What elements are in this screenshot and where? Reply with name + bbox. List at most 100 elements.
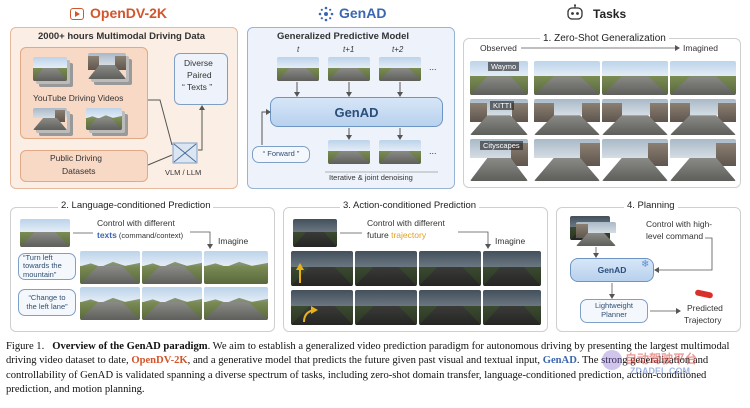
output-frame-2 bbox=[379, 140, 421, 164]
language-out-1a bbox=[80, 251, 140, 284]
waymo-imagined-3 bbox=[670, 61, 736, 95]
caption-text-1: . We aim to establish a generalized vide… bbox=[6, 341, 730, 367]
planner-box: Lightweight Planner bbox=[580, 299, 648, 323]
robot-icon bbox=[565, 4, 585, 22]
planning-input-frame-front bbox=[576, 222, 616, 246]
diverse-label-1: Diverse bbox=[184, 58, 213, 68]
planning-genad-box: GenAD bbox=[570, 258, 654, 282]
caption-fig-label: Figure 1. bbox=[6, 341, 45, 352]
action-control-prefix: future bbox=[367, 230, 392, 240]
output-frame-1 bbox=[328, 140, 370, 164]
imagined-label: Imagined bbox=[683, 43, 718, 53]
planning-title: 4. Planning bbox=[624, 200, 678, 211]
kitti-imagined-3 bbox=[670, 99, 736, 135]
language-title: 2. Language-conditioned Prediction bbox=[58, 200, 214, 211]
observed-label: Observed bbox=[480, 43, 517, 53]
input-frame-3 bbox=[379, 57, 421, 81]
frame-label-t2: t+2 bbox=[392, 45, 404, 54]
action-control-1: Control with different bbox=[367, 218, 445, 228]
figure-caption: Figure 1. Overview of the GenAD paradigm… bbox=[6, 340, 746, 398]
language-texts-highlight: texts bbox=[97, 230, 117, 240]
public-datasets-box bbox=[20, 150, 148, 182]
action-control-2: future trajectory bbox=[367, 230, 426, 240]
diverse-label-2: Paired bbox=[187, 70, 212, 80]
language-prompt-2-text: “Change to the left lane” bbox=[26, 292, 68, 311]
language-control-1: Control with different bbox=[97, 218, 175, 228]
genad-title: GenAD bbox=[339, 5, 387, 21]
planning-genad-label: GenAD bbox=[597, 265, 627, 275]
action-out-2a bbox=[291, 290, 353, 325]
action-out-1a bbox=[291, 251, 353, 286]
planning-control-2: level command bbox=[646, 231, 704, 241]
play-icon bbox=[70, 8, 84, 20]
car-icon bbox=[693, 286, 715, 299]
diverse-texts-box bbox=[174, 53, 228, 105]
public-label-2: Datasets bbox=[62, 166, 96, 176]
language-out-1c bbox=[204, 251, 268, 284]
opendv-subtitle: 2000+ hours Multimodal Driving Data bbox=[38, 31, 206, 42]
language-out-1b bbox=[142, 251, 202, 284]
dataset-label-waymo: Waymo bbox=[488, 62, 520, 71]
action-out-1d bbox=[483, 251, 541, 286]
action-out-1b bbox=[355, 251, 417, 286]
watermark-url: ZDADEL.COM bbox=[630, 366, 690, 376]
language-prompt-1-text: “Turn left towards the mountain” bbox=[23, 252, 62, 279]
video-stack-1 bbox=[33, 57, 67, 81]
genad-arrows bbox=[261, 82, 438, 173]
frame-label-t: t bbox=[297, 45, 300, 54]
waymo-observed bbox=[470, 61, 528, 95]
caption-genad-link: GenAD bbox=[542, 355, 577, 367]
output-ellipsis: ... bbox=[429, 146, 437, 156]
video-stack-4 bbox=[86, 108, 122, 130]
genad-model-box: GenAD bbox=[270, 97, 443, 127]
denoise-label: Iterative & joint denoising bbox=[329, 173, 413, 182]
trajectory-arrows bbox=[296, 263, 318, 323]
action-input-frame bbox=[293, 219, 337, 247]
planning-arrows bbox=[593, 237, 713, 314]
language-control-suffix: (command/context) bbox=[116, 231, 184, 240]
language-arrows bbox=[73, 231, 213, 249]
snowflake-icon: ❄ bbox=[641, 259, 650, 270]
forward-prompt-box: “ Forward ” bbox=[252, 146, 310, 163]
kitti-imagined-2 bbox=[602, 99, 668, 135]
input-frame-1 bbox=[277, 57, 319, 81]
action-arrows bbox=[340, 231, 491, 249]
language-prompt-1: “Turn left towards the mountain” bbox=[18, 253, 76, 280]
diverse-label-3: “ Texts ” bbox=[182, 82, 213, 92]
input-frame-2 bbox=[328, 57, 370, 81]
youtube-label: YouTube Driving Videos bbox=[33, 93, 124, 103]
video-stack-3 bbox=[33, 108, 67, 130]
caption-text-3: . The strong generalization and controll… bbox=[6, 355, 709, 396]
language-imagine: Imagine bbox=[218, 236, 249, 246]
vlm-funnel-icon bbox=[172, 142, 198, 164]
tasks-title: Tasks bbox=[593, 7, 627, 21]
caption-bold-title: Overview of the GenAD paradigm bbox=[52, 341, 208, 352]
cityscapes-imagined-1 bbox=[534, 139, 600, 181]
language-input-frame bbox=[20, 219, 70, 247]
genad-model-label: GenAD bbox=[334, 104, 379, 120]
watermark-cn: 自动驾驶平台 bbox=[625, 352, 698, 366]
action-title: 3. Action-conditioned Prediction bbox=[340, 200, 480, 211]
genad-logo-icon bbox=[318, 6, 334, 22]
planning-control-1: Control with high- bbox=[646, 219, 713, 229]
language-out-2b bbox=[142, 287, 202, 320]
watermark-logo-icon bbox=[602, 350, 622, 370]
waymo-imagined-2 bbox=[602, 61, 668, 95]
action-out-2b bbox=[355, 290, 417, 325]
caption-opendv-link: OpenDV-2K bbox=[131, 355, 188, 367]
forward-label: “ Forward ” bbox=[262, 149, 300, 159]
opendv-arrows bbox=[147, 99, 205, 166]
caption-text-2: , and a generative model that predicts t… bbox=[187, 355, 543, 367]
dataset-label-cityscapes: Cityscapes bbox=[480, 141, 523, 150]
zeroshot-title: 1. Zero-Shot Generalization bbox=[540, 33, 669, 44]
predicted-label-1: Predicted bbox=[687, 303, 723, 313]
frame-label-t1: t+1 bbox=[343, 45, 355, 54]
cityscapes-imagined-2 bbox=[602, 139, 668, 181]
language-prompt-2: “Change to the left lane” bbox=[18, 289, 76, 316]
genad-subtitle: Generalized Predictive Model bbox=[277, 31, 409, 42]
language-out-2a bbox=[80, 287, 140, 320]
input-ellipsis: ... bbox=[429, 62, 437, 72]
planner-label-2: Planner bbox=[601, 310, 627, 319]
public-label-1: Public Driving bbox=[50, 153, 102, 163]
